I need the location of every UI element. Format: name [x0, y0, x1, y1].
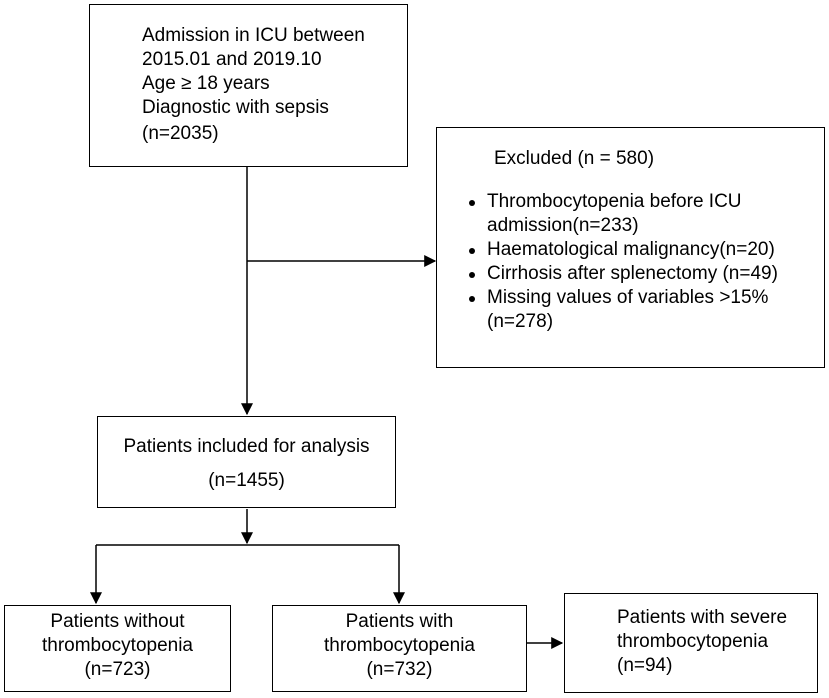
bullet-icon — [469, 272, 475, 278]
without-thrombocytopenia-box: Patients without thrombocytopenia (n=723… — [4, 605, 231, 692]
admission-count: (n=2035) — [142, 123, 219, 144]
severe-line-1: Patients with severe — [617, 607, 788, 628]
included-count: (n=1455) — [208, 470, 285, 491]
severe-line-2: thrombocytopenia — [617, 631, 769, 652]
with-thrombocytopenia-box: Patients with thrombocytopenia (n=732) — [272, 605, 527, 692]
bullet-icon — [469, 296, 475, 302]
excluded-title: Excluded (n = 580) — [494, 148, 655, 169]
without-count: (n=723) — [84, 659, 151, 680]
bullet-icon — [469, 200, 475, 206]
admission-line-4: Diagnostic with sepsis — [142, 97, 329, 118]
excluded-item-1-line-1: Thrombocytopenia before ICU — [487, 191, 742, 212]
excluded-item-4-line-2: (n=278) — [487, 311, 554, 332]
included-box: Patients included for analysis (n=1455) — [97, 416, 396, 508]
without-line-1: Patients without — [50, 611, 185, 632]
bullet-icon — [469, 248, 475, 254]
admission-box: Admission in ICU between 2015.01 and 201… — [89, 4, 408, 167]
excluded-item-2: Haematological malignancy(n=20) — [487, 239, 775, 260]
admission-line-1: Admission in ICU between — [142, 25, 365, 46]
admission-line-3: Age ≥ 18 years — [142, 73, 270, 94]
severe-count: (n=94) — [617, 655, 673, 676]
included-title: Patients included for analysis — [123, 436, 370, 457]
without-line-2: thrombocytopenia — [41, 635, 194, 656]
excluded-item-3: Cirrhosis after splenectomy (n=49) — [487, 263, 778, 284]
severe-thrombocytopenia-box: Patients with severe thrombocytopenia (n… — [564, 593, 818, 693]
admission-line-2: 2015.01 and 2019.10 — [142, 49, 322, 70]
with-line-2: thrombocytopenia — [323, 635, 476, 656]
excluded-box: Excluded (n = 580) Thrombocytopenia befo… — [436, 127, 825, 368]
excluded-item-1-line-2: admission(n=233) — [487, 215, 639, 236]
with-line-1: Patients with — [345, 611, 454, 632]
with-count: (n=732) — [366, 659, 433, 680]
excluded-item-4-line-1: Missing values of variables >15% — [487, 287, 769, 308]
